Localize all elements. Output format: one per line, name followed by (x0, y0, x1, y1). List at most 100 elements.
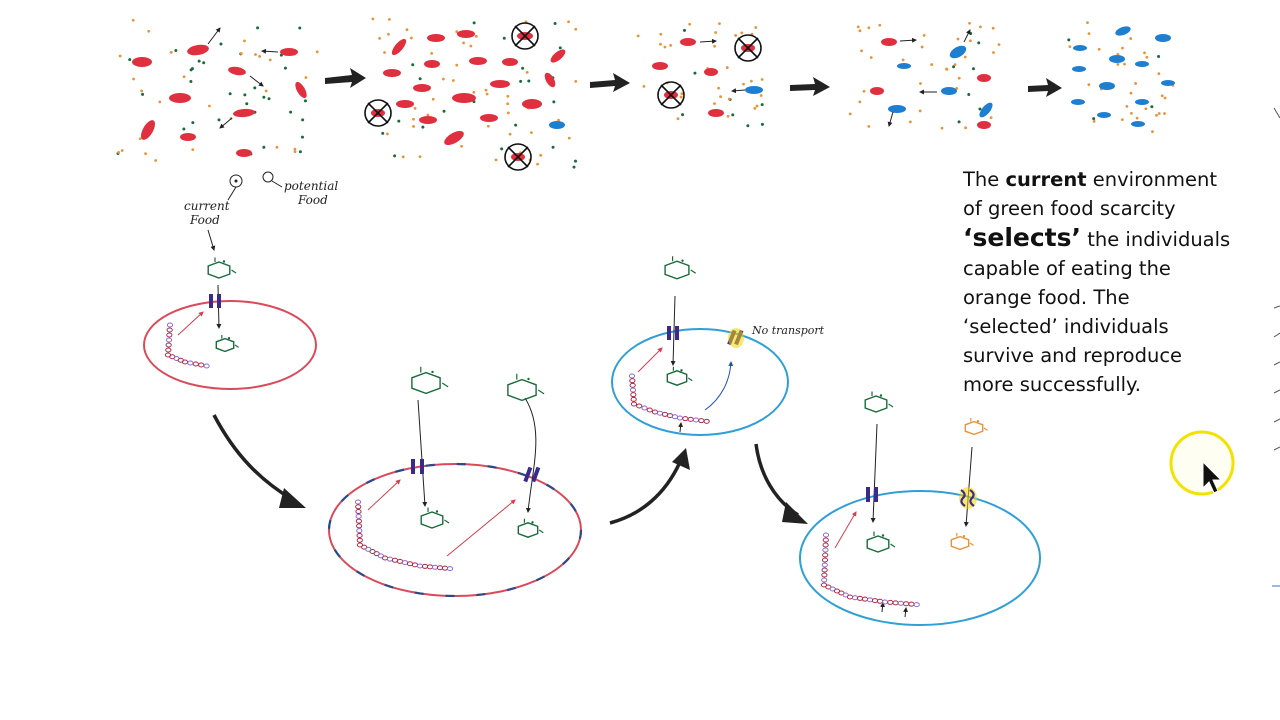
blue-cell (1135, 61, 1149, 67)
orange-food-dot (258, 55, 262, 58)
green-food-dot (519, 79, 523, 83)
blue-cell (1131, 121, 1145, 127)
glucose-ring-icon (411, 366, 449, 395)
orange-food-dot (969, 39, 972, 43)
orange-food-dot (992, 51, 995, 54)
orange-food-dot (1145, 55, 1149, 59)
orange-food-dot (867, 26, 871, 30)
red-cell (977, 74, 991, 82)
orange-transporter-protein (959, 487, 977, 509)
green-food-dot (1067, 38, 1071, 42)
green-food-dot (228, 92, 232, 96)
green-food-dot (681, 113, 685, 117)
orange-food-dot (254, 53, 257, 56)
orange-food-dot (182, 75, 186, 79)
transporter-protein (209, 294, 221, 308)
green-food-dot (189, 68, 193, 72)
red-cell (180, 133, 196, 141)
orange-food-dot (472, 90, 476, 94)
orange-food-dot (451, 79, 455, 82)
blue-cell (1155, 34, 1171, 42)
orange-food-dot (679, 95, 683, 99)
caption-emphasis: current (1005, 168, 1087, 191)
blue-cell (897, 63, 911, 69)
orange-food-dot (455, 30, 459, 34)
glucose-ring-icon (866, 531, 896, 553)
orange-food-dot (413, 106, 417, 110)
red-cell (419, 116, 437, 124)
green-food-dot (693, 71, 697, 75)
orange-food-dot (293, 147, 297, 151)
orange-food-dot (132, 77, 135, 81)
orange-food-dot (371, 17, 375, 21)
orange-food-dot (945, 67, 948, 71)
orange-food-dot (727, 97, 731, 101)
population-cells (132, 26, 1175, 161)
orange-food-dot (968, 21, 971, 25)
orange-food-dot (989, 116, 993, 120)
green-food-dot (219, 42, 223, 46)
orange-food-dot (474, 34, 478, 38)
blue-cell (745, 86, 763, 94)
orange-food-dot (755, 104, 759, 108)
orange-food-dot (1120, 118, 1124, 122)
orange-food-dot (567, 136, 571, 140)
orange-food-dot (1086, 21, 1089, 25)
orange-food-dot (955, 86, 959, 90)
orange-food-dot (725, 66, 729, 69)
orange-food-dot (386, 132, 389, 136)
green-food-dot (1092, 117, 1096, 121)
orange-food-dot (922, 34, 926, 37)
green-food-dot (303, 99, 307, 103)
caption-emphasis: ‘selects’ (963, 223, 1082, 252)
orange-food-dot (1125, 104, 1129, 108)
orange-food-dot (1155, 113, 1158, 117)
orange-food-dot (293, 150, 297, 154)
lineage-arrowheads (279, 448, 808, 524)
green-food-dot (141, 92, 145, 96)
dna-strand (164, 322, 210, 369)
orange-food-dot (239, 52, 243, 55)
green-food-dot (128, 58, 132, 62)
orange-food-dot (953, 63, 957, 67)
food-particles (116, 17, 1175, 169)
glucose-ring-icon (950, 533, 974, 551)
green-food-dot (472, 21, 476, 25)
green-food-dot (253, 86, 257, 90)
green-food-dot (957, 120, 961, 124)
red-cell (708, 109, 724, 117)
orange-food-dot (717, 86, 721, 90)
red-cell (469, 57, 487, 65)
orange-food-dot (409, 36, 413, 40)
orange-food-dot (455, 63, 459, 67)
orange-food-dot (1163, 96, 1167, 100)
orange-food-dot (208, 104, 211, 108)
green-food-dot (558, 46, 562, 50)
glucose-ring-icon (517, 518, 544, 538)
green-food-dot (189, 79, 193, 83)
orange-food-dot (719, 95, 722, 99)
green-food-dot (397, 119, 401, 123)
green-food-dot (245, 102, 249, 106)
orange-food-dot (930, 63, 934, 66)
green-food-dot (760, 122, 764, 126)
orange-food-dot (264, 89, 268, 93)
caption-line: ‘selects’ the individuals (963, 223, 1231, 252)
green-food-dot (552, 100, 556, 104)
orange-food-dot (680, 92, 684, 96)
red-cell (228, 66, 246, 76)
transporter-protein (411, 459, 424, 474)
orange-food-dot (506, 94, 510, 98)
green-food-dot (978, 107, 982, 111)
red-cell (704, 68, 718, 76)
orange-food-dot (1160, 94, 1164, 98)
green-food-dot (551, 145, 555, 149)
orange-food-dot (539, 153, 543, 157)
green-food-dot (521, 66, 525, 70)
orange-food-dot (1129, 37, 1133, 40)
transporter-protein (667, 326, 679, 340)
green-food-dot (553, 22, 557, 26)
green-food-dot (971, 67, 975, 71)
